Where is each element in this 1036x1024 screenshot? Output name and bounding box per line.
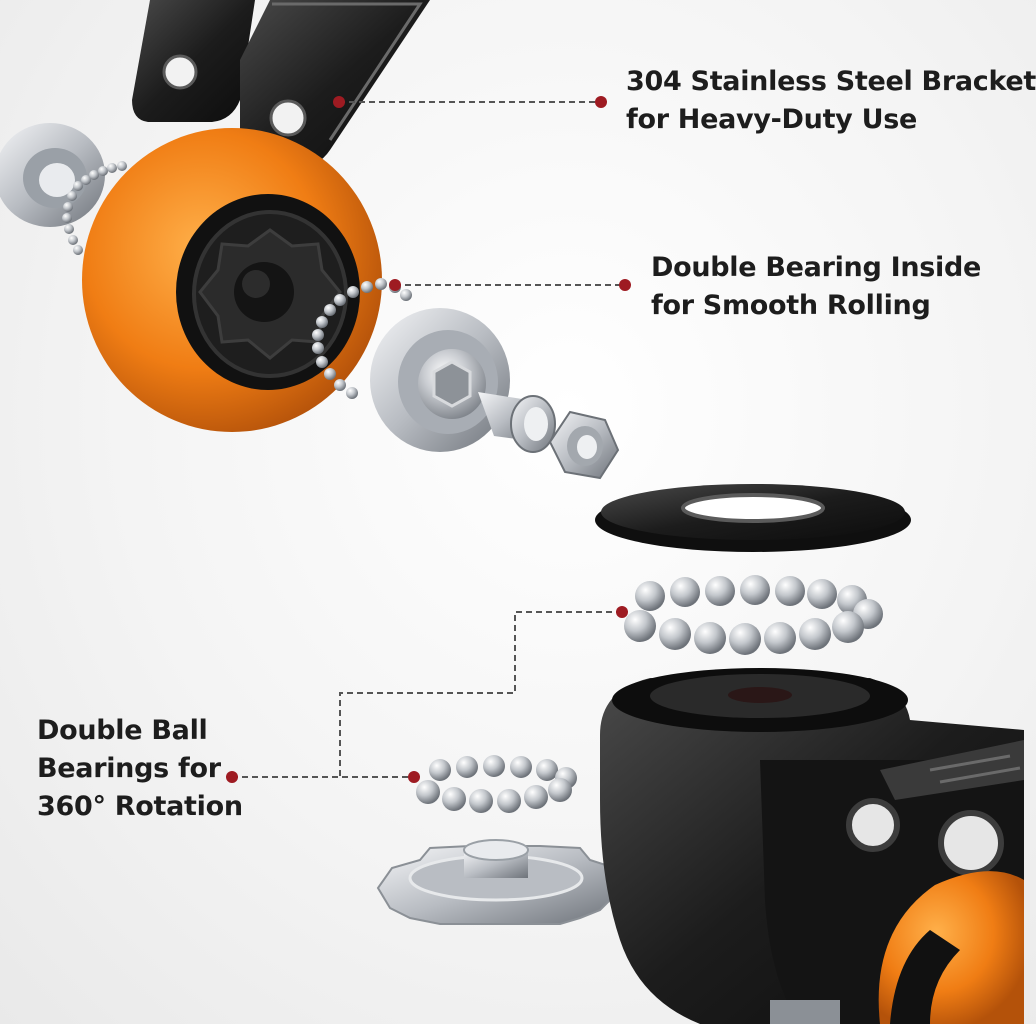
- steel-washer: [595, 484, 911, 552]
- stainless-steel-bracket: [132, 0, 430, 168]
- callout-line: 304 Stainless Steel Bracket: [626, 66, 1036, 97]
- callout-line: Double Ball: [37, 715, 208, 746]
- bead-chain-left: [62, 161, 127, 255]
- orange-wheel: [82, 128, 382, 432]
- leader-lines: [232, 101, 625, 778]
- callout-line: 360° Rotation: [37, 791, 243, 822]
- callout-line: Double Bearing Inside: [651, 252, 982, 283]
- callout-line: Bearings for: [37, 753, 221, 784]
- axle-bolt: [478, 392, 556, 453]
- callout-ball-bearings: Double Ball Bearings for 360° Rotation: [37, 712, 243, 826]
- callout-bracket: 304 Stainless Steel Bracket for Heavy-Du…: [626, 63, 1036, 139]
- ball-bearing-ring-upper: [624, 575, 883, 655]
- hex-nut: [548, 410, 620, 480]
- callout-line: for Heavy-Duty Use: [626, 104, 917, 135]
- callout-double-bearing: Double Bearing Inside for Smooth Rolling: [651, 249, 981, 325]
- swivel-plate: [376, 839, 620, 925]
- swivel-caster-wheel: [600, 668, 1024, 1024]
- callout-dots: [226, 96, 631, 783]
- callout-line: for Smooth Rolling: [651, 290, 931, 321]
- ball-bearing-ring-lower: [416, 755, 577, 813]
- right-ball-bearing: [312, 278, 510, 452]
